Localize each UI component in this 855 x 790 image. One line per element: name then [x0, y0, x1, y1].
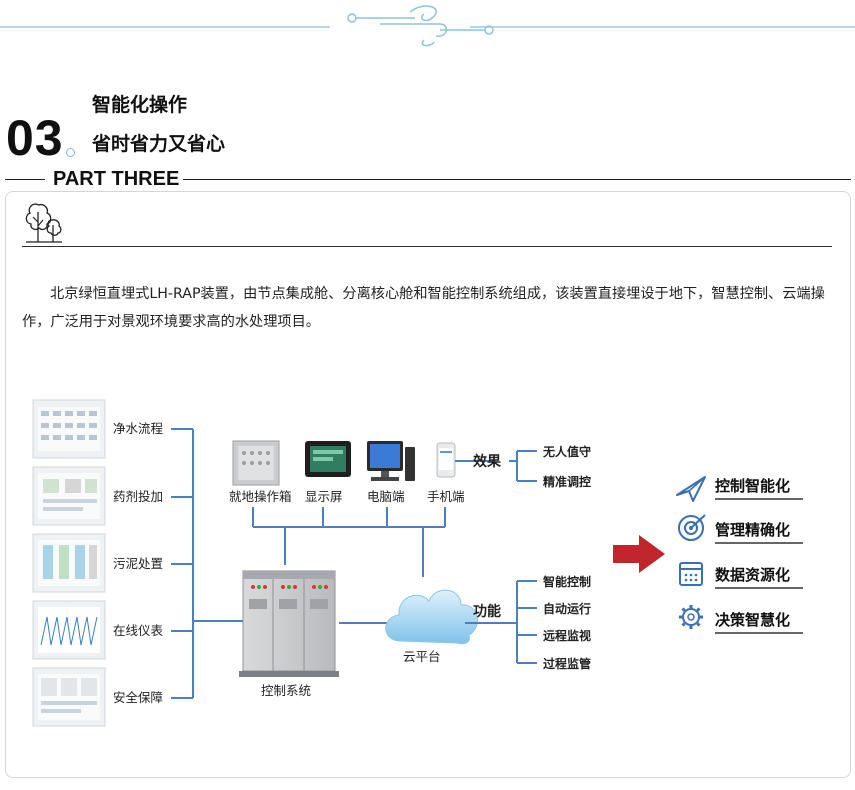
device-bus [252, 460, 495, 577]
result-label: 控制智能化 [715, 477, 790, 495]
content-card [5, 191, 851, 778]
card-divider [22, 246, 832, 247]
intro-paragraph: 北京绿恒直埋式LH-RAP装置，由节点集成舱、分离核心舱和智能控制系统组成，该装… [22, 286, 825, 330]
control-cabinet-icon [239, 570, 339, 677]
result-label: 数据资源化 [715, 566, 790, 584]
effect-item: 无人值守 [542, 444, 591, 459]
left-item-label: 净水流程 [113, 421, 164, 436]
display-screen-icon [305, 441, 351, 477]
gear-icon [679, 605, 703, 629]
left-item-label: 安全保障 [113, 690, 163, 705]
part-label: PART THREE [49, 167, 184, 191]
mobile-phone-icon [436, 442, 456, 478]
effect-label: 效果 [473, 453, 502, 470]
device-label: 电脑端 [367, 489, 405, 504]
function-item: 过程监管 [543, 656, 591, 671]
result-label: 决策智慧化 [715, 611, 790, 629]
device-row: 就地操作箱 显示屏 电脑端 手机端 [229, 440, 465, 504]
effect-item: 精准调控 [543, 474, 591, 489]
left-item-label: 在线仪表 [113, 623, 164, 638]
left-labels: 净水流程 药剂投加 污泥处置 在线仪表 安全保障 [113, 421, 164, 705]
left-connectors [171, 428, 243, 699]
tree-icon [25, 203, 62, 243]
section-number: 03 [6, 110, 64, 166]
system-diagram: 净水流程 药剂投加 污泥处置 在线仪表 安全保障 [32, 399, 803, 727]
part-divider-right [180, 179, 851, 180]
device-label: 手机端 [427, 489, 465, 504]
function-item: 智能控制 [542, 574, 591, 589]
red-arrow-icon [613, 535, 665, 573]
target-icon [678, 514, 706, 541]
results-list: 控制智能化 管理精确化 数据资源化 决策 [676, 476, 803, 634]
section-number-dot [66, 148, 75, 157]
section-title-line2: 省时省力又省心 [92, 133, 226, 155]
part-divider-left [5, 179, 45, 180]
cloud-platform-label: 云平台 [403, 649, 441, 664]
control-system-label: 控制系统 [261, 683, 311, 698]
header-decoration [0, 5, 855, 47]
function-branch: 功能 智能控制 自动运行 远程监视 过程监管 [465, 574, 591, 671]
effect-branch: 效果 无人值守 精准调控 [473, 444, 591, 489]
cloud-icon [385, 589, 478, 645]
left-thumbnails [32, 399, 106, 727]
device-label: 就地操作箱 [229, 489, 292, 504]
left-item-label: 污泥处置 [113, 556, 163, 571]
function-item: 自动运行 [543, 601, 591, 616]
result-label: 管理精确化 [715, 521, 790, 539]
function-label: 功能 [473, 603, 501, 620]
device-label: 显示屏 [305, 489, 343, 504]
desktop-computer-icon [367, 441, 415, 481]
section-title-line1: 智能化操作 [92, 94, 188, 116]
function-item: 远程监视 [543, 628, 591, 643]
paper-plane-icon [676, 476, 706, 502]
calendar-grid-icon [679, 562, 703, 586]
local-control-box-icon [232, 440, 280, 486]
left-item-label: 药剂投加 [113, 489, 163, 504]
